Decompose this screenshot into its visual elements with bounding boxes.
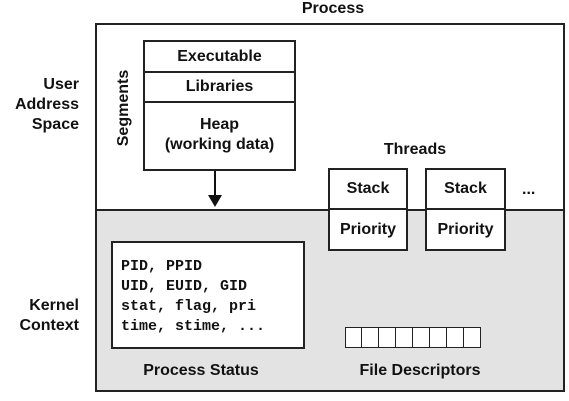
heap-segment: Heap (working data) xyxy=(143,101,296,171)
libraries-segment: Libraries xyxy=(143,71,296,103)
file-descriptors-caption: File Descriptors xyxy=(359,362,481,379)
kernel-label-line-2: Context xyxy=(19,317,79,334)
status-line-1: PID, PPID xyxy=(121,258,203,275)
kernel-label-line-1: Kernel xyxy=(29,297,79,314)
file-descriptor-cell xyxy=(362,327,379,348)
status-line-4: time, stime, ... xyxy=(121,318,266,335)
executable-segment: Executable xyxy=(143,40,296,73)
heap-label-line-1: Heap xyxy=(199,116,240,133)
diagram-title: Process xyxy=(301,0,365,17)
thread-1-stack: Stack xyxy=(328,168,408,210)
segments-label: Segments xyxy=(104,62,144,154)
user-label-line-2: Address xyxy=(14,96,79,113)
user-label-line-1: User xyxy=(43,76,79,93)
thread-2-priority: Priority xyxy=(425,208,506,251)
file-descriptor-cell xyxy=(464,327,481,348)
thread-1-priority: Priority xyxy=(328,208,408,251)
status-line-3: stat, flag, pri xyxy=(121,298,257,315)
file-descriptor-cell xyxy=(413,327,430,348)
user-label-line-3: Space xyxy=(31,116,79,133)
heap-label-line-2: (working data) xyxy=(164,136,275,153)
file-descriptor-cell xyxy=(345,327,362,348)
threads-title: Threads xyxy=(383,141,447,158)
heap-arrow-head xyxy=(208,195,222,207)
process-status-box: PID, PPID UID, EUID, GID stat, flag, pri… xyxy=(111,241,305,349)
process-status-caption: Process Status xyxy=(143,362,259,379)
file-descriptor-cell xyxy=(379,327,396,348)
file-descriptor-cell xyxy=(430,327,447,348)
thread-2-stack: Stack xyxy=(425,168,506,210)
kernel-context-label: Kernel Context xyxy=(0,296,79,336)
heap-arrow-line xyxy=(214,171,216,197)
file-descriptor-table xyxy=(345,327,481,348)
segments-label-text: Segments xyxy=(115,69,132,147)
file-descriptor-cell xyxy=(396,327,413,348)
file-descriptor-cell xyxy=(447,327,464,348)
threads-more-ellipsis: ... xyxy=(522,181,536,198)
user-address-space-label: User Address Space xyxy=(0,75,79,135)
status-line-2: UID, EUID, GID xyxy=(121,278,248,295)
